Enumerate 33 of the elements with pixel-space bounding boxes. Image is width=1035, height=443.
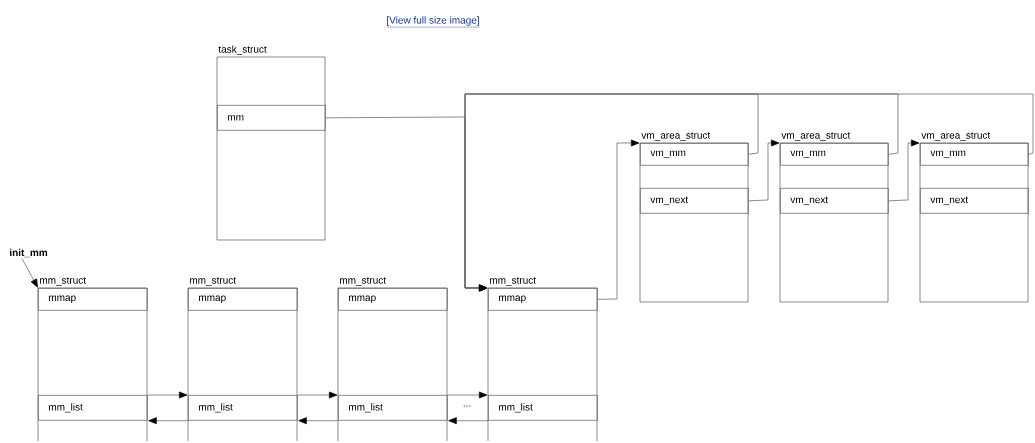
field-row: mm: [217, 105, 326, 131]
arrow: [447, 391, 488, 399]
field-row: vm_mm: [640, 143, 749, 166]
leader-arrow: [21, 258, 38, 288]
arrow: [888, 139, 920, 202]
arrow: [298, 417, 339, 425]
arrow: [464, 93, 1034, 292]
field-row: vm_next: [780, 188, 889, 214]
arrow: [748, 139, 780, 202]
link: [View full size image]: [386, 16, 480, 28]
field-row: mmap: [188, 288, 298, 311]
arrow: [448, 417, 489, 425]
field-row: mm_list: [488, 395, 598, 421]
field-row: mm_list: [38, 395, 148, 421]
node-label: vm_area_struct: [781, 132, 851, 141]
arrow: [597, 139, 640, 300]
field-row: vm_mm: [920, 143, 1029, 166]
node-label: task_struct: [218, 45, 267, 55]
field-row: mmap: [488, 288, 598, 311]
variable-name: init_mm: [10, 248, 48, 258]
field-row: mm_list: [338, 395, 448, 421]
field-row: vm_mm: [780, 143, 889, 166]
ellipsis: ...: [462, 405, 472, 407]
field-row: mmap: [338, 288, 448, 311]
arrow: [297, 391, 338, 399]
node-label: vm_area_struct: [641, 132, 711, 141]
arrow: [148, 417, 189, 425]
arrow: [147, 391, 188, 399]
field-row: vm_next: [920, 188, 1029, 214]
field-row: vm_next: [640, 188, 749, 214]
field-row: mm_list: [188, 395, 298, 421]
field-row: mmap: [38, 288, 148, 311]
node-label: vm_area_struct: [921, 132, 991, 141]
